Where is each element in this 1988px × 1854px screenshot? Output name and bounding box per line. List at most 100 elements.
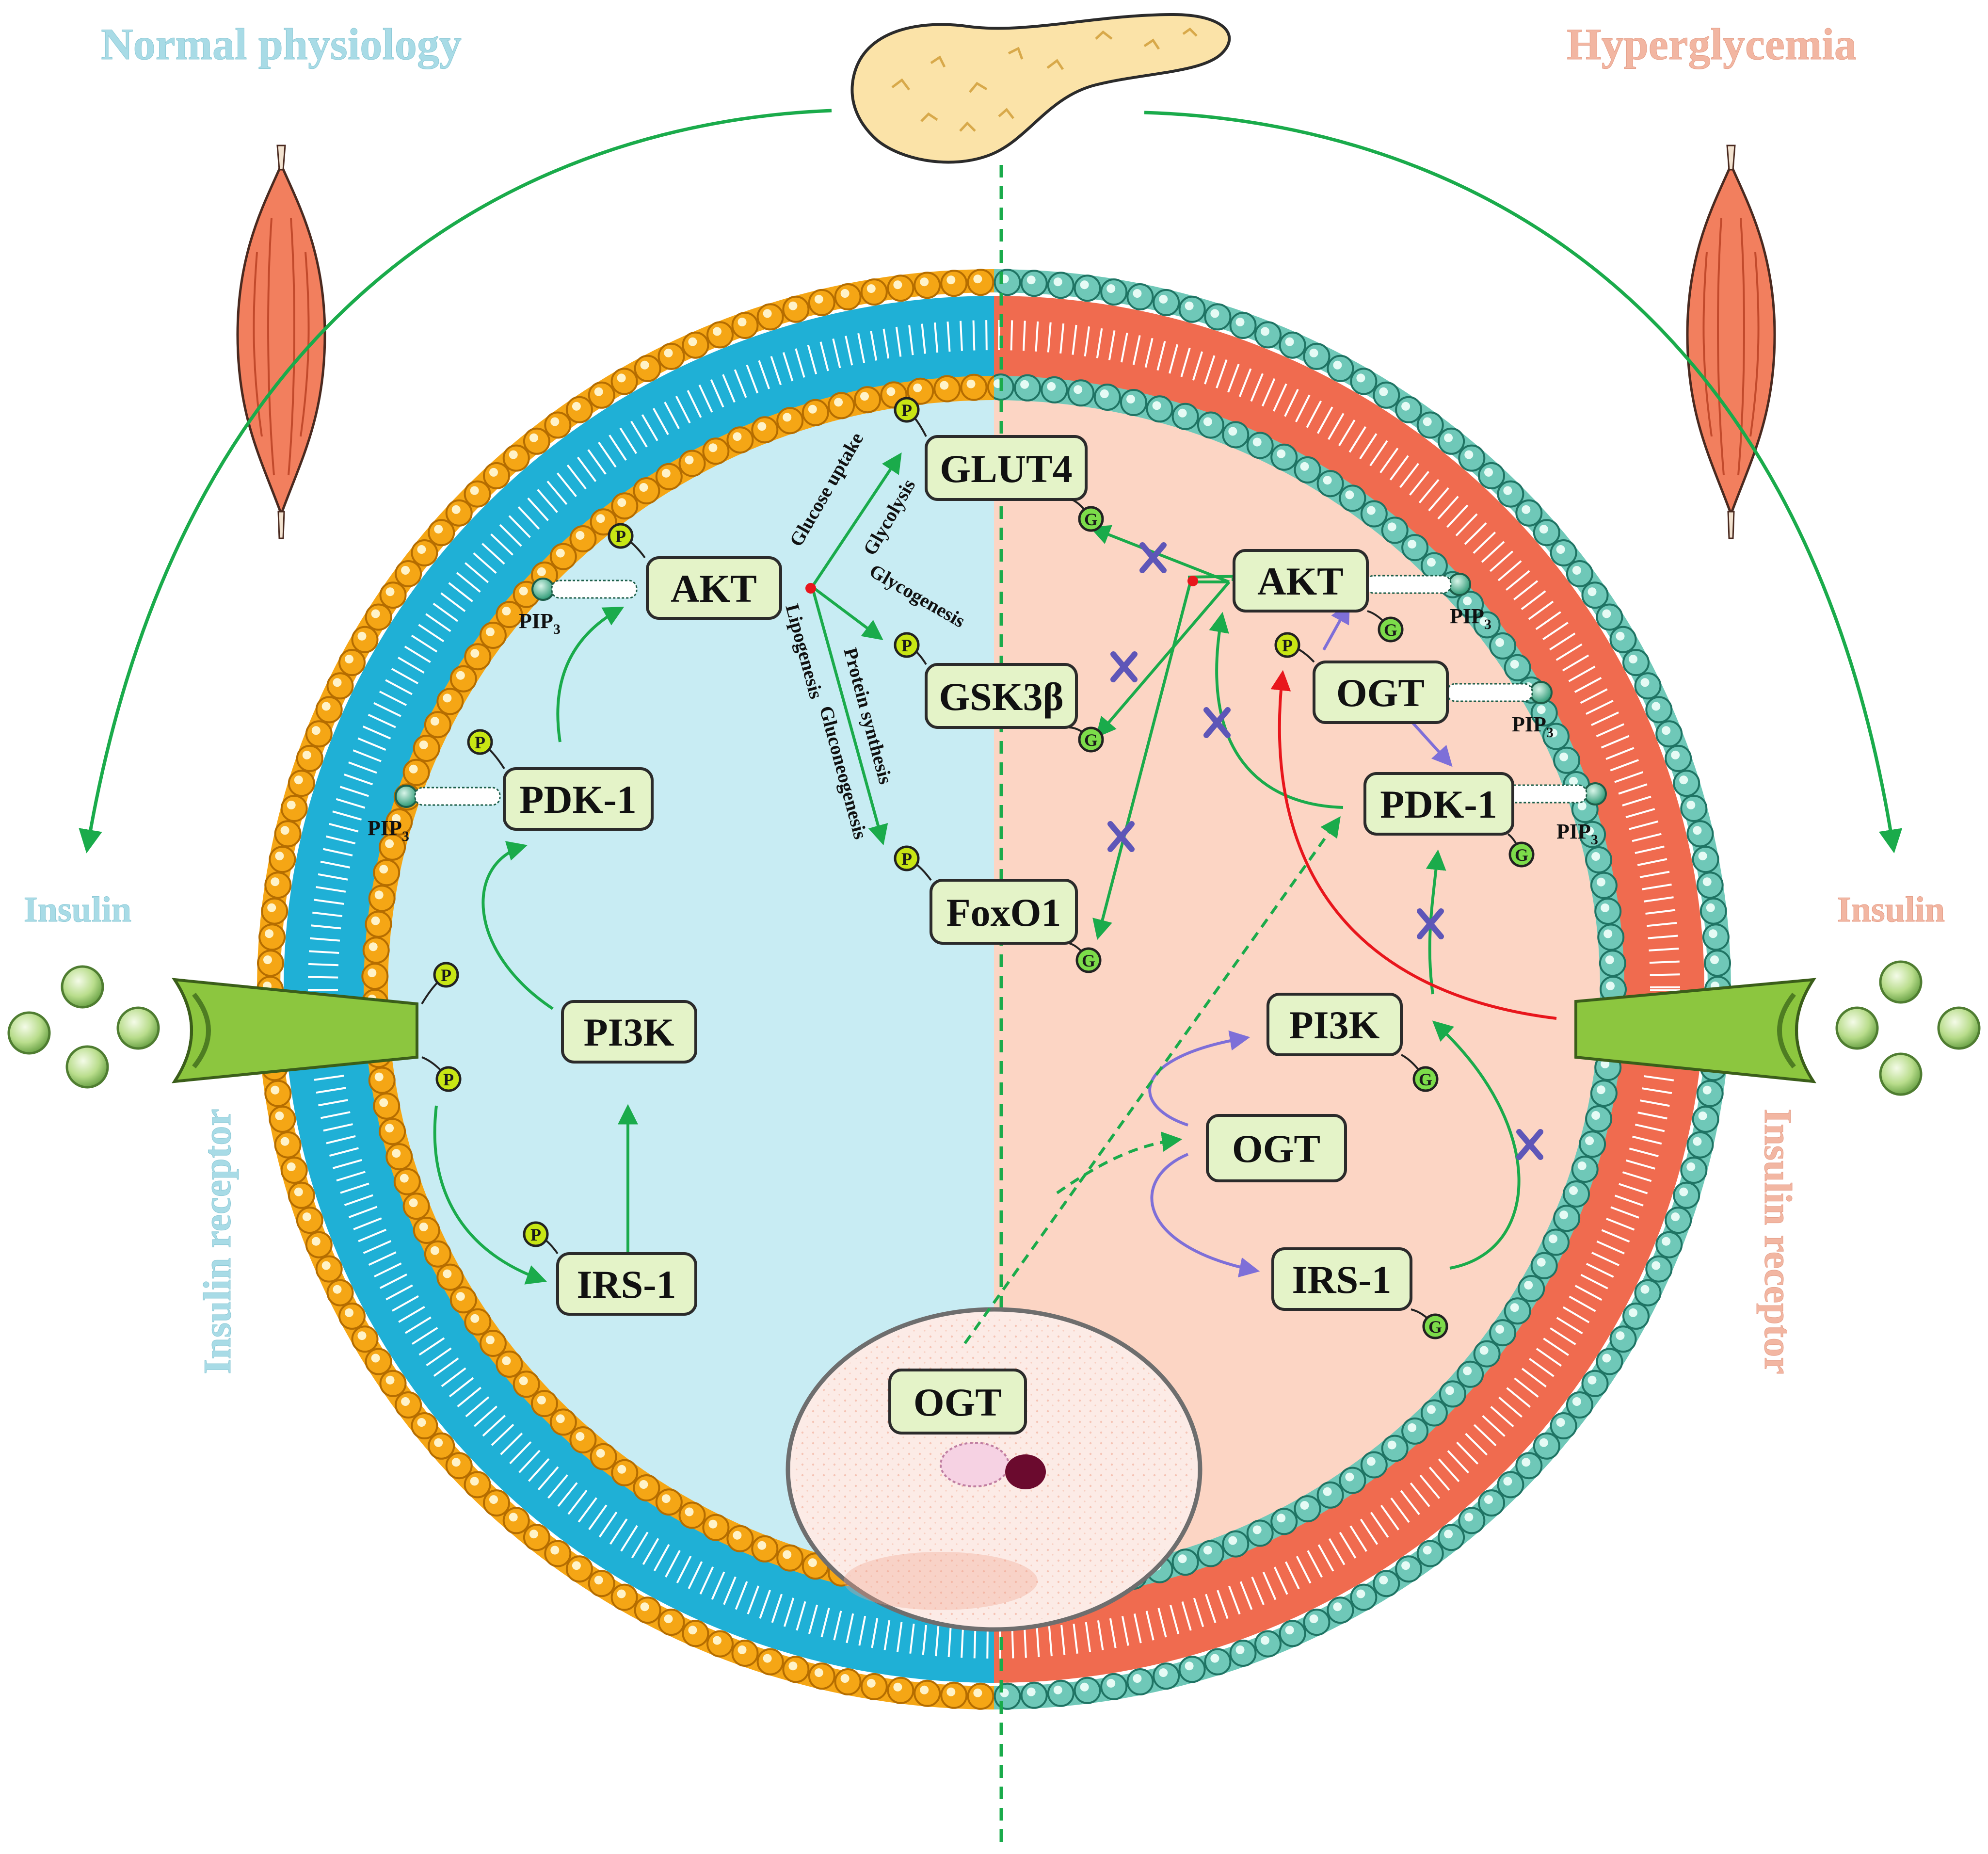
lipid-head (682, 1620, 709, 1647)
lipid-head (1609, 626, 1637, 653)
foxo1-node[interactable]: FoxO1 (930, 879, 1078, 945)
glcnac-tag: G (1069, 726, 1104, 753)
lipid-head-highlight (271, 1085, 280, 1095)
lipid-head (1515, 1452, 1543, 1480)
lipid-head-highlight (267, 903, 276, 912)
lipid-head (483, 1489, 510, 1517)
lipid-head-highlight (1252, 1525, 1262, 1534)
lipid-head-highlight (1537, 705, 1546, 714)
lipid-head (449, 665, 477, 693)
lipid-head (1680, 795, 1708, 822)
lipid-head-highlight (1591, 852, 1601, 861)
lipid-head (1581, 1370, 1609, 1397)
lipid-head (1665, 744, 1692, 772)
lipid-head-highlight (1203, 1546, 1212, 1555)
lipid-head-highlight (1686, 801, 1696, 809)
lipid-head-highlight (1640, 678, 1650, 687)
gsk3b-node[interactable]: GSK3β (925, 663, 1078, 729)
lipid-head-highlight (1178, 1554, 1187, 1564)
lipid-head-highlight (550, 1546, 560, 1555)
lipid-head (464, 1308, 492, 1336)
lipid-head (782, 295, 810, 323)
ogt-node-hyper-top[interactable]: OGT (1313, 661, 1449, 724)
lipid-head-highlight (1671, 1212, 1680, 1222)
pancreas-to-insulin-arc-right (1144, 111, 1903, 854)
lipid-head-highlight (451, 1458, 461, 1467)
lipid-head-highlight (1629, 655, 1637, 664)
lipid-head-highlight (708, 1519, 718, 1529)
lipid-head (1246, 1519, 1274, 1547)
akt-node-normal[interactable]: AKT (646, 556, 782, 620)
lipid-head (549, 543, 577, 570)
lipid-head-highlight (430, 1246, 439, 1255)
lipid-head-highlight (470, 1314, 480, 1323)
lipid-head (1222, 421, 1250, 449)
lipid-head-highlight (1671, 750, 1680, 759)
lipid-head (960, 373, 988, 401)
phosphate-tag: P (894, 845, 932, 881)
lipid-head (411, 1412, 438, 1439)
ogt-node-hyper-mid[interactable]: OGT (1206, 1114, 1347, 1182)
phosphate-tag: P (523, 1221, 559, 1255)
lipid-head-highlight (1100, 389, 1109, 398)
glut4-node[interactable]: GLUT4 (925, 435, 1088, 501)
lipid-head-highlight (1559, 1210, 1569, 1220)
lipid-head (1655, 1231, 1683, 1258)
lipid-head (502, 1507, 530, 1534)
lipid-head (1533, 519, 1560, 547)
lipid-head-highlight (783, 1550, 792, 1559)
lipid-head (702, 1514, 730, 1541)
lipid-head (1596, 603, 1623, 631)
lipid-head (379, 833, 406, 861)
lipid-head (1316, 1481, 1344, 1509)
pi3k-node-normal[interactable]: PI3K (561, 1000, 697, 1064)
akt-node-hyper[interactable]: AKT (1233, 549, 1369, 613)
pi3k-node-hyper[interactable]: PI3K (1267, 993, 1403, 1056)
lipid-head-highlight (1587, 587, 1597, 597)
lipid-head (1579, 821, 1606, 848)
lipid-head (305, 1231, 333, 1258)
lipid-head-highlight (1152, 401, 1161, 410)
lipid-head (1294, 1495, 1321, 1523)
lipid-head-highlight (1693, 826, 1702, 835)
lipid-head-highlight (1408, 540, 1417, 549)
phosphate-tag: P (894, 397, 927, 437)
lipid-head-highlight (1379, 1576, 1388, 1585)
phosphate-tag: P (894, 632, 927, 665)
lipid-head-highlight (509, 1513, 518, 1522)
svg-text:G: G (1082, 951, 1095, 970)
svg-text:OGT: OGT (1336, 671, 1425, 715)
lipid-head (464, 480, 491, 508)
lipid-head-highlight (808, 404, 817, 414)
pip3-anchors: PIP3 PIP3 PIP3 PIP3 PIP3 (368, 573, 1607, 848)
lipid-head (634, 355, 661, 382)
pdk1-node-normal[interactable]: PDK-1 (503, 767, 654, 831)
lipid-head-highlight (1356, 373, 1365, 383)
ogt-node-nucleus[interactable]: OGT (888, 1369, 1027, 1435)
lipid-head-highlight (1408, 1423, 1417, 1432)
lipid-head (544, 411, 572, 439)
lipid-head-highlight (1333, 1602, 1342, 1612)
svg-text:G: G (1428, 1317, 1442, 1337)
lipid-head-highlight (1463, 597, 1472, 606)
lipid-head-highlight (1026, 1687, 1036, 1696)
lipid-head-highlight (1345, 1472, 1354, 1482)
pdk1-node-hyper[interactable]: PDK-1 (1363, 772, 1514, 836)
lipid-head-highlight (1698, 852, 1707, 861)
irs1-node-normal[interactable]: IRS-1 (556, 1252, 697, 1316)
svg-text:P: P (443, 1070, 454, 1089)
irs1-node-hyper[interactable]: IRS-1 (1271, 1247, 1412, 1311)
svg-text:G: G (1084, 730, 1098, 750)
lipid-head (274, 820, 302, 848)
lipid-head (1020, 270, 1048, 297)
lipid-head-highlight (1572, 1397, 1581, 1406)
lipid-head (1126, 283, 1154, 310)
svg-text:G: G (1515, 845, 1528, 865)
lipid-head-highlight (572, 1561, 581, 1570)
lipid-head-highlight (385, 1375, 395, 1385)
lipid-head-highlight (708, 443, 718, 452)
svg-text:OGT: OGT (914, 1380, 1002, 1424)
lipid-head-highlight (374, 1072, 384, 1081)
lipid-head (565, 1555, 593, 1583)
lipid-head-highlight (443, 1269, 452, 1278)
